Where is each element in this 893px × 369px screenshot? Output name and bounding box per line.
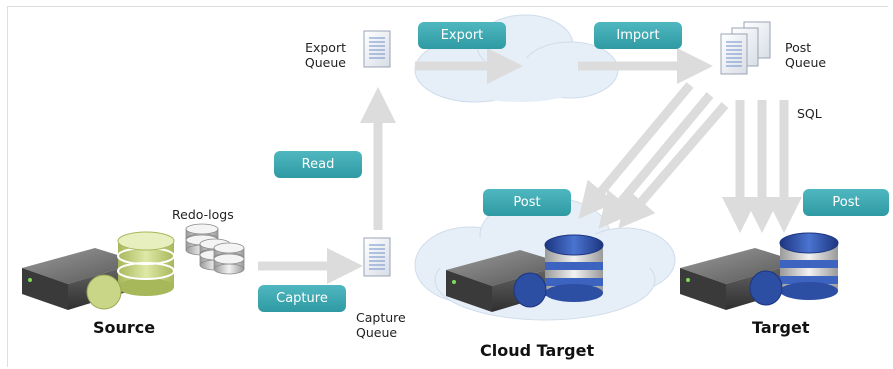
export-queue-document-icon	[363, 30, 391, 68]
export-queue-label-line-1: Export	[305, 40, 346, 55]
post-cloud-arrow-3	[618, 102, 729, 229]
capture-queue-label-line-2: Queue	[356, 325, 398, 340]
capture-queue-label: Capture Queue	[356, 310, 406, 340]
post-target-badge: Post	[803, 189, 889, 216]
target-title: Target	[752, 318, 810, 337]
capture-badge: Capture	[258, 285, 346, 312]
post-queue-documents-icon	[720, 21, 771, 75]
source-database-icon	[86, 231, 175, 310]
capture-queue-label-line-1: Capture	[356, 310, 406, 325]
import-badge: Import	[594, 22, 682, 49]
export-badge: Export	[418, 22, 506, 49]
post-cloud-arrow-2	[598, 92, 714, 229]
sql-label: SQL	[797, 106, 822, 121]
flow-arrows	[258, 48, 802, 284]
post-cloud-badge: Post	[483, 189, 571, 216]
post-cloud-arrow-1	[578, 82, 694, 219]
capture-queue-document-icon	[363, 237, 391, 277]
post-queue-label: Post Queue	[785, 40, 826, 70]
read-badge: Read	[274, 151, 362, 178]
redo-logs-label: Redo-logs	[172, 207, 234, 222]
post-queue-label-line-2: Queue	[785, 55, 827, 70]
redo-logs-icon	[185, 223, 245, 275]
cloud-target-database-icon	[513, 234, 604, 308]
export-queue-label-line-2: Queue	[304, 55, 346, 70]
diagram-frame	[7, 6, 888, 367]
post-queue-label-line-1: Post	[785, 40, 812, 55]
target-database-icon	[749, 232, 839, 306]
cloud-target-title: Cloud Target	[480, 341, 595, 360]
export-queue-label: Export Queue	[298, 40, 346, 70]
source-title: Source	[93, 318, 156, 337]
